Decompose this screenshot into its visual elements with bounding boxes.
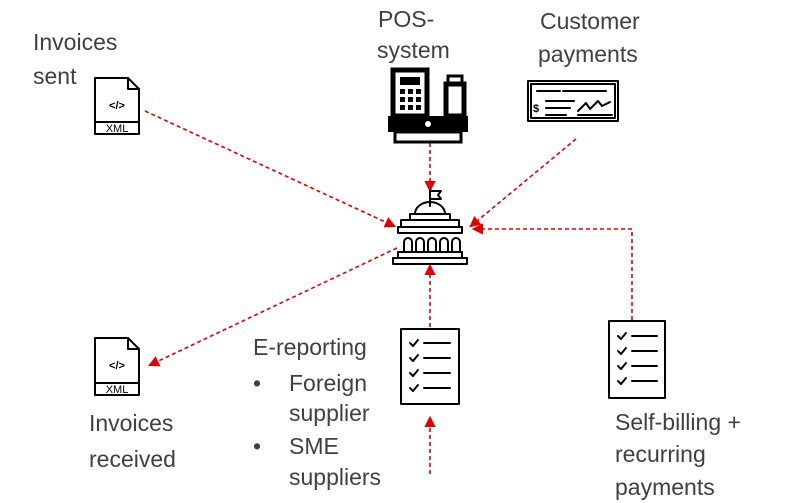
xml-file-label: XML — [106, 384, 129, 396]
arrow-invoices-sent-to-government — [144, 110, 397, 228]
cash-register-icon — [388, 67, 468, 144]
invoices-received-label-line-2: received — [89, 446, 176, 472]
sme-suppliers-line-2: suppliers — [289, 464, 382, 490]
e-reporting-bullet: • — [253, 433, 262, 459]
self-billing-label-line-3: payments — [615, 474, 715, 500]
self-billing-label-line-1: Self-billing + — [615, 409, 741, 435]
xml-file-icon: </> XML — [94, 337, 140, 396]
xml-code-glyph: </> — [109, 100, 125, 112]
cheque-dollar-sign: $ — [533, 103, 539, 115]
xml-code-glyph: </> — [109, 360, 125, 372]
foreign-supplier-line-1: Foreign — [289, 370, 367, 396]
arrow-self-billing-to-government — [471, 223, 633, 320]
foreign-supplier-line-2: supplier — [289, 400, 370, 426]
checklist-icon — [608, 320, 666, 399]
self-billing-label-line-2: recurring — [615, 441, 706, 467]
xml-file-icon: </> XML — [94, 77, 140, 135]
checklist-icon — [400, 328, 460, 405]
xml-file-label: XML — [106, 123, 129, 135]
cheque-icon: $ — [527, 80, 619, 122]
invoices-received-label-line-1: Invoices — [89, 410, 174, 436]
e-reporting-title: E-reporting — [253, 334, 367, 360]
arrow-government-to-invoices-received — [147, 247, 398, 367]
invoices-sent-label-line-2: sent — [33, 63, 77, 89]
pos-system-label-line-2: system — [377, 37, 450, 63]
sme-suppliers-line-1: SME — [289, 433, 339, 459]
government-building-icon — [392, 189, 468, 265]
e-reporting-bullet: • — [253, 370, 262, 396]
arrow-customer-payments-to-government — [469, 138, 577, 228]
customer-payments-label-line-1: Customer — [540, 8, 640, 34]
invoices-sent-label-line-1: Invoices — [33, 29, 118, 55]
pos-system-label-line-1: POS- — [378, 6, 435, 32]
customer-payments-label-line-2: payments — [538, 41, 638, 67]
